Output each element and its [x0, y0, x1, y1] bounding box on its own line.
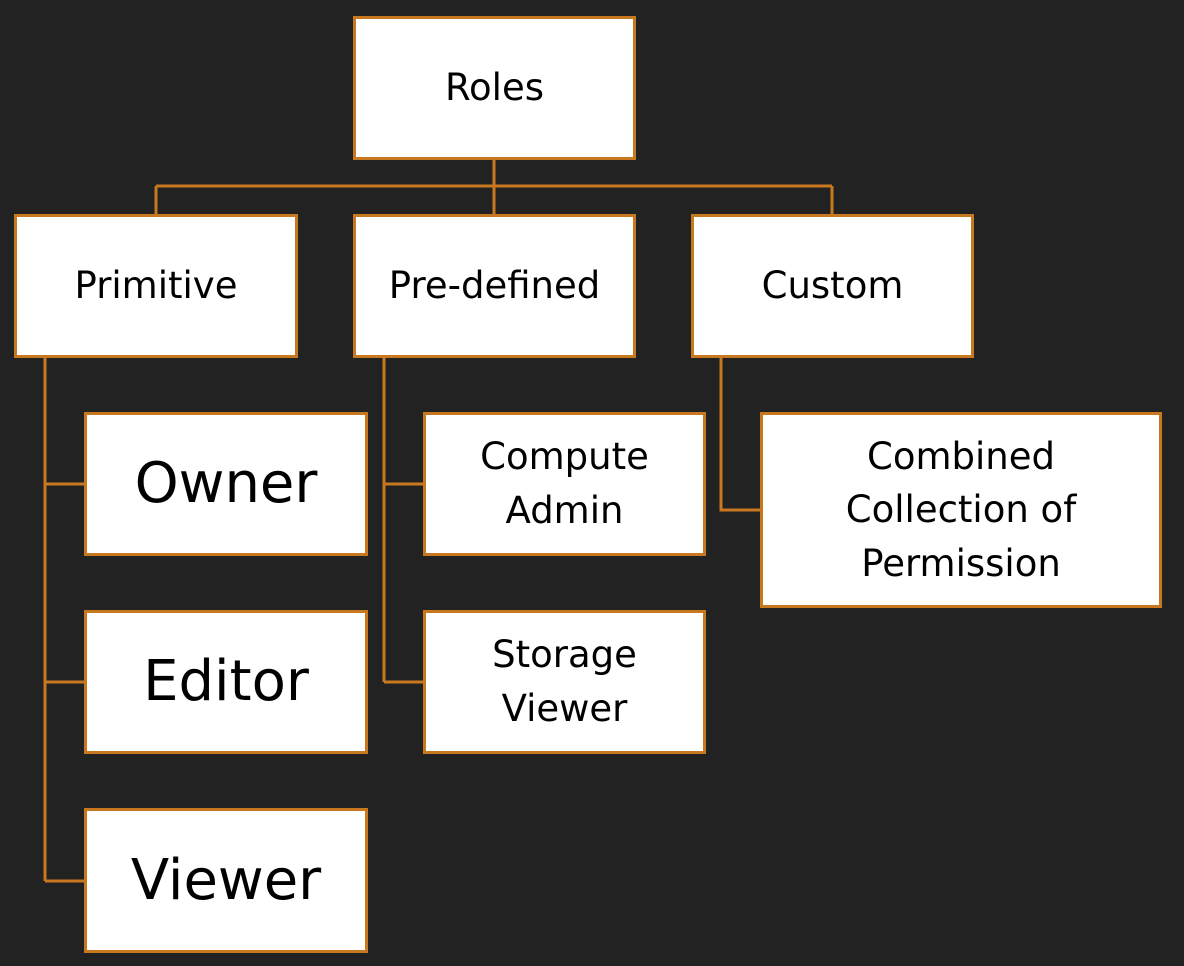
node-compute-admin: Compute Admin	[423, 412, 706, 556]
connector-roles-to-categories	[154, 160, 834, 214]
node-pre-defined: Pre-defined	[353, 214, 636, 358]
connector-custom-children	[719, 358, 760, 512]
node-viewer: Viewer	[84, 808, 368, 953]
node-storage-viewer: Storage Viewer	[423, 610, 706, 754]
node-custom: Custom	[691, 214, 974, 358]
connector-primitive-children	[43, 358, 84, 883]
node-primitive: Primitive	[14, 214, 298, 358]
node-combined-collection-of-permission: Combined Collection of Permission	[760, 412, 1162, 608]
node-editor: Editor	[84, 610, 368, 754]
node-owner: Owner	[84, 412, 368, 556]
connector-predefined-children	[382, 358, 423, 684]
node-roles: Roles	[353, 16, 636, 160]
